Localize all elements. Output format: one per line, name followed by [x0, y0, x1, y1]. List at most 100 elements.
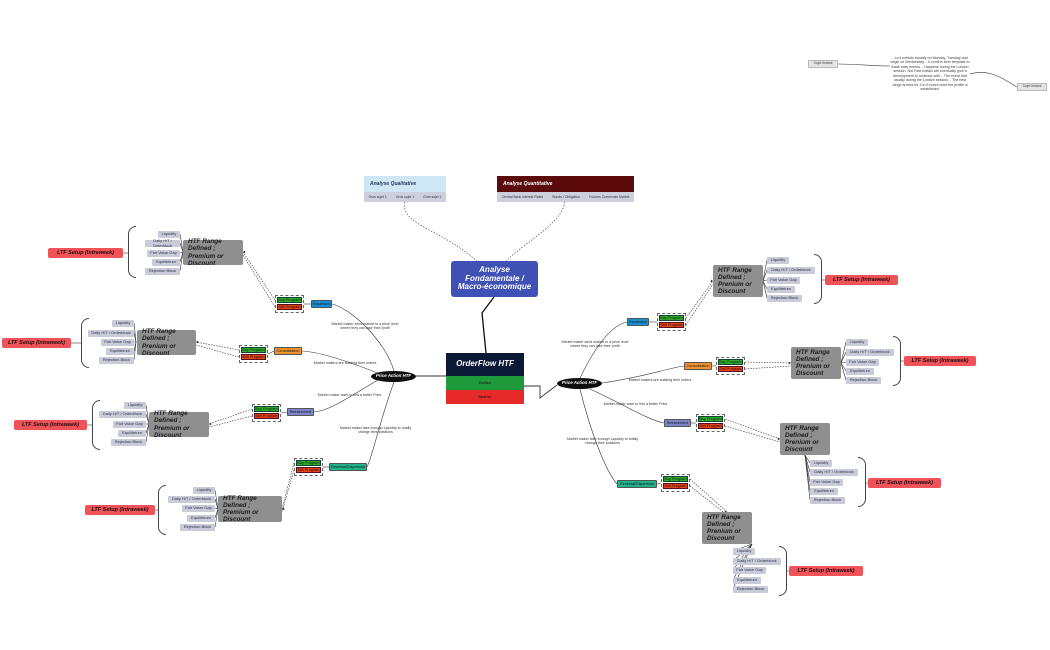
ltf-setup-l3: LTF Setup (Intraweek)	[14, 420, 87, 430]
note-left-expansion: Market maker send market to a price leve…	[331, 322, 399, 331]
connector-sell-htf-r3	[724, 425, 781, 443]
connector-macro-center	[481, 296, 495, 354]
sell-program-r1: Sell Program	[659, 322, 684, 328]
arrowhead-htf-r3	[777, 437, 780, 441]
list-item-equilibrium: Equilibrium	[187, 515, 215, 522]
connector-pa-r4	[579, 388, 618, 485]
connector-sell-htf-r4	[689, 485, 728, 516]
list-item-rejection: Rejection Block	[810, 497, 845, 504]
list-item-fvg: Fair Value Gap	[147, 250, 180, 257]
connector-item-r2-5	[840, 362, 847, 381]
connector-item-l2-1	[133, 322, 137, 343]
connector-cat-box-l2	[267, 350, 275, 355]
list-item-orderblock: Daily H/T / Orderblock	[846, 349, 894, 356]
qualitative-item: Gros sujet 1	[423, 195, 442, 199]
connector-buy-htf-l4	[281, 462, 295, 510]
expansion-node-left: Expansion	[311, 300, 332, 308]
macro-node: Analyse Fondamentale / Macro-économique	[451, 261, 538, 297]
connector-item-r2-2	[840, 351, 847, 364]
list-item-equilibrium: Equilibrium	[106, 348, 134, 355]
analyse-quantitative-title: Analyse Quantitative	[497, 176, 634, 192]
price-action-htf-left: Price Action HTF	[371, 371, 416, 382]
reversal-node-left: Reversal/Dispersion	[329, 463, 367, 471]
bullish-label: Bullish	[446, 376, 524, 390]
quantitative-item: Futures Currencies Market	[589, 195, 630, 199]
connector-pa-r3	[589, 388, 665, 424]
list-item-equilibrium: Equilibrium	[767, 286, 795, 293]
bracket-r1	[814, 254, 822, 304]
connector-cat-box-l3	[280, 411, 288, 414]
list-item-fvg: Fair Value Gap	[846, 359, 879, 366]
floating-note: - Le il unfolds broadly on Monday, Tuesd…	[890, 56, 970, 92]
connector-item-l4-2	[214, 498, 219, 510]
sell-program-l2: Sell Program	[241, 354, 266, 360]
connector-item-l4-3	[214, 507, 219, 510]
orderflow-htf-node: OrderFlow HTF Bullish Bearish	[446, 353, 524, 404]
bracket-r2	[893, 336, 901, 386]
connector-sell-htf-r1	[685, 283, 714, 326]
buy-program-l1: Buy Program	[277, 297, 302, 303]
connector-item-r3-2	[804, 454, 811, 473]
htf-range-r2: HTF Range Defined ; Prenium or Discount	[791, 347, 841, 379]
ltf-setup-r1: LTF Setup (Intraweek)	[825, 275, 898, 285]
connector-buy-htf-l1	[242, 251, 276, 301]
buy-program-l4: Buy Program	[296, 460, 321, 466]
note-right-retracement: Market maker want to find a better Price	[603, 402, 668, 406]
qualitative-item: Gros sujet 1	[368, 195, 387, 199]
analyse-qualitative-items: Gros sujet 1 Gros sujet 1 Gros sujet 1	[364, 192, 446, 202]
program-box-r4	[661, 474, 690, 492]
consolidation-node-right: Consolidation	[684, 362, 712, 370]
connector-item-l1-5	[179, 251, 184, 272]
list-item-fvg: Fair Value Gap	[113, 421, 146, 428]
list-item-rejection: Rejection Block	[767, 295, 802, 302]
connector-item-r1-5	[762, 280, 768, 299]
buy-program-l3: Buy Program	[254, 406, 279, 412]
list-item-orderblock: Daily H/T / Orderblock	[88, 330, 134, 337]
list-item-rejection: Rejection Block	[99, 357, 134, 364]
program-box-l2	[239, 345, 268, 363]
note-right-reversal: Market maker take enough Liquidity to to…	[566, 437, 639, 446]
connector-buy-htf-r1	[685, 280, 714, 319]
bracket-l3	[92, 400, 100, 450]
note-left-reversal: Market maker take enough Liquidity to to…	[339, 426, 412, 435]
sell-program-l4: Sell Program	[296, 467, 321, 473]
list-item-liquidity: Liquidity	[193, 487, 215, 494]
program-box-r2	[716, 357, 745, 375]
bracket-l4	[158, 485, 166, 535]
list-item-fvg: Fair Value Gap	[767, 277, 800, 284]
note-left-consolidation: Market makers are building their orders	[313, 361, 377, 365]
connector-item-l1-2	[179, 242, 184, 253]
note-left-retracement: Market maker want to find a better Price	[317, 393, 382, 397]
sell-program-l1: Sell Program	[277, 304, 302, 310]
list-item-orderblock: Daily H/T / Orderblock	[733, 558, 781, 565]
note-right-consolidation: Market makers are building their orders	[628, 378, 692, 382]
list-item-rejection: Rejection Block	[145, 268, 180, 275]
program-box-l1	[275, 295, 304, 313]
connector-sell-htf-l3	[208, 415, 253, 428]
floating-topic-left: Sujet flottant	[808, 60, 838, 68]
connector-buy-htf-r4	[689, 478, 728, 513]
connector-item-r2-3	[840, 361, 847, 364]
list-item-fvg: Fair Value Gap	[101, 339, 134, 346]
connector-pa-r1	[579, 321, 628, 379]
ltf-setup-r3: LTF Setup (Intraweek)	[868, 478, 941, 488]
connector-cat-box-r4	[656, 482, 662, 485]
connector-quantitative-macro	[504, 201, 566, 263]
connector-item-r1-4	[762, 280, 768, 290]
bracket-r3	[858, 457, 866, 507]
bracket-l1	[128, 226, 136, 278]
arrowhead-htf-l2	[196, 340, 199, 344]
note-right-expansion: Market maker send market to a price leve…	[561, 340, 629, 349]
list-item-rejection: Rejection Block	[733, 586, 768, 593]
reversal-node-right: Reversal/Dispersion	[617, 480, 657, 488]
list-item-fvg: Fair Value Gap	[733, 567, 766, 574]
qualitative-item: Gros sujet 1	[395, 195, 415, 199]
ltf-setup-r2: LTF Setup (Intraweek)	[904, 356, 976, 366]
arrowhead-htf-r2	[788, 361, 791, 365]
analyse-quantitative-items: Central Bank Interest Rates Bonds / Obli…	[497, 192, 634, 202]
list-item-liquidity: Liquidity	[112, 320, 134, 327]
ltf-setup-l1: LTF Setup (Intraweek)	[48, 248, 123, 258]
connector-item-l1-1	[179, 233, 184, 253]
retracement-node-right: Retracement	[664, 419, 691, 427]
list-item-equilibrium: Equilibrium	[152, 259, 180, 266]
